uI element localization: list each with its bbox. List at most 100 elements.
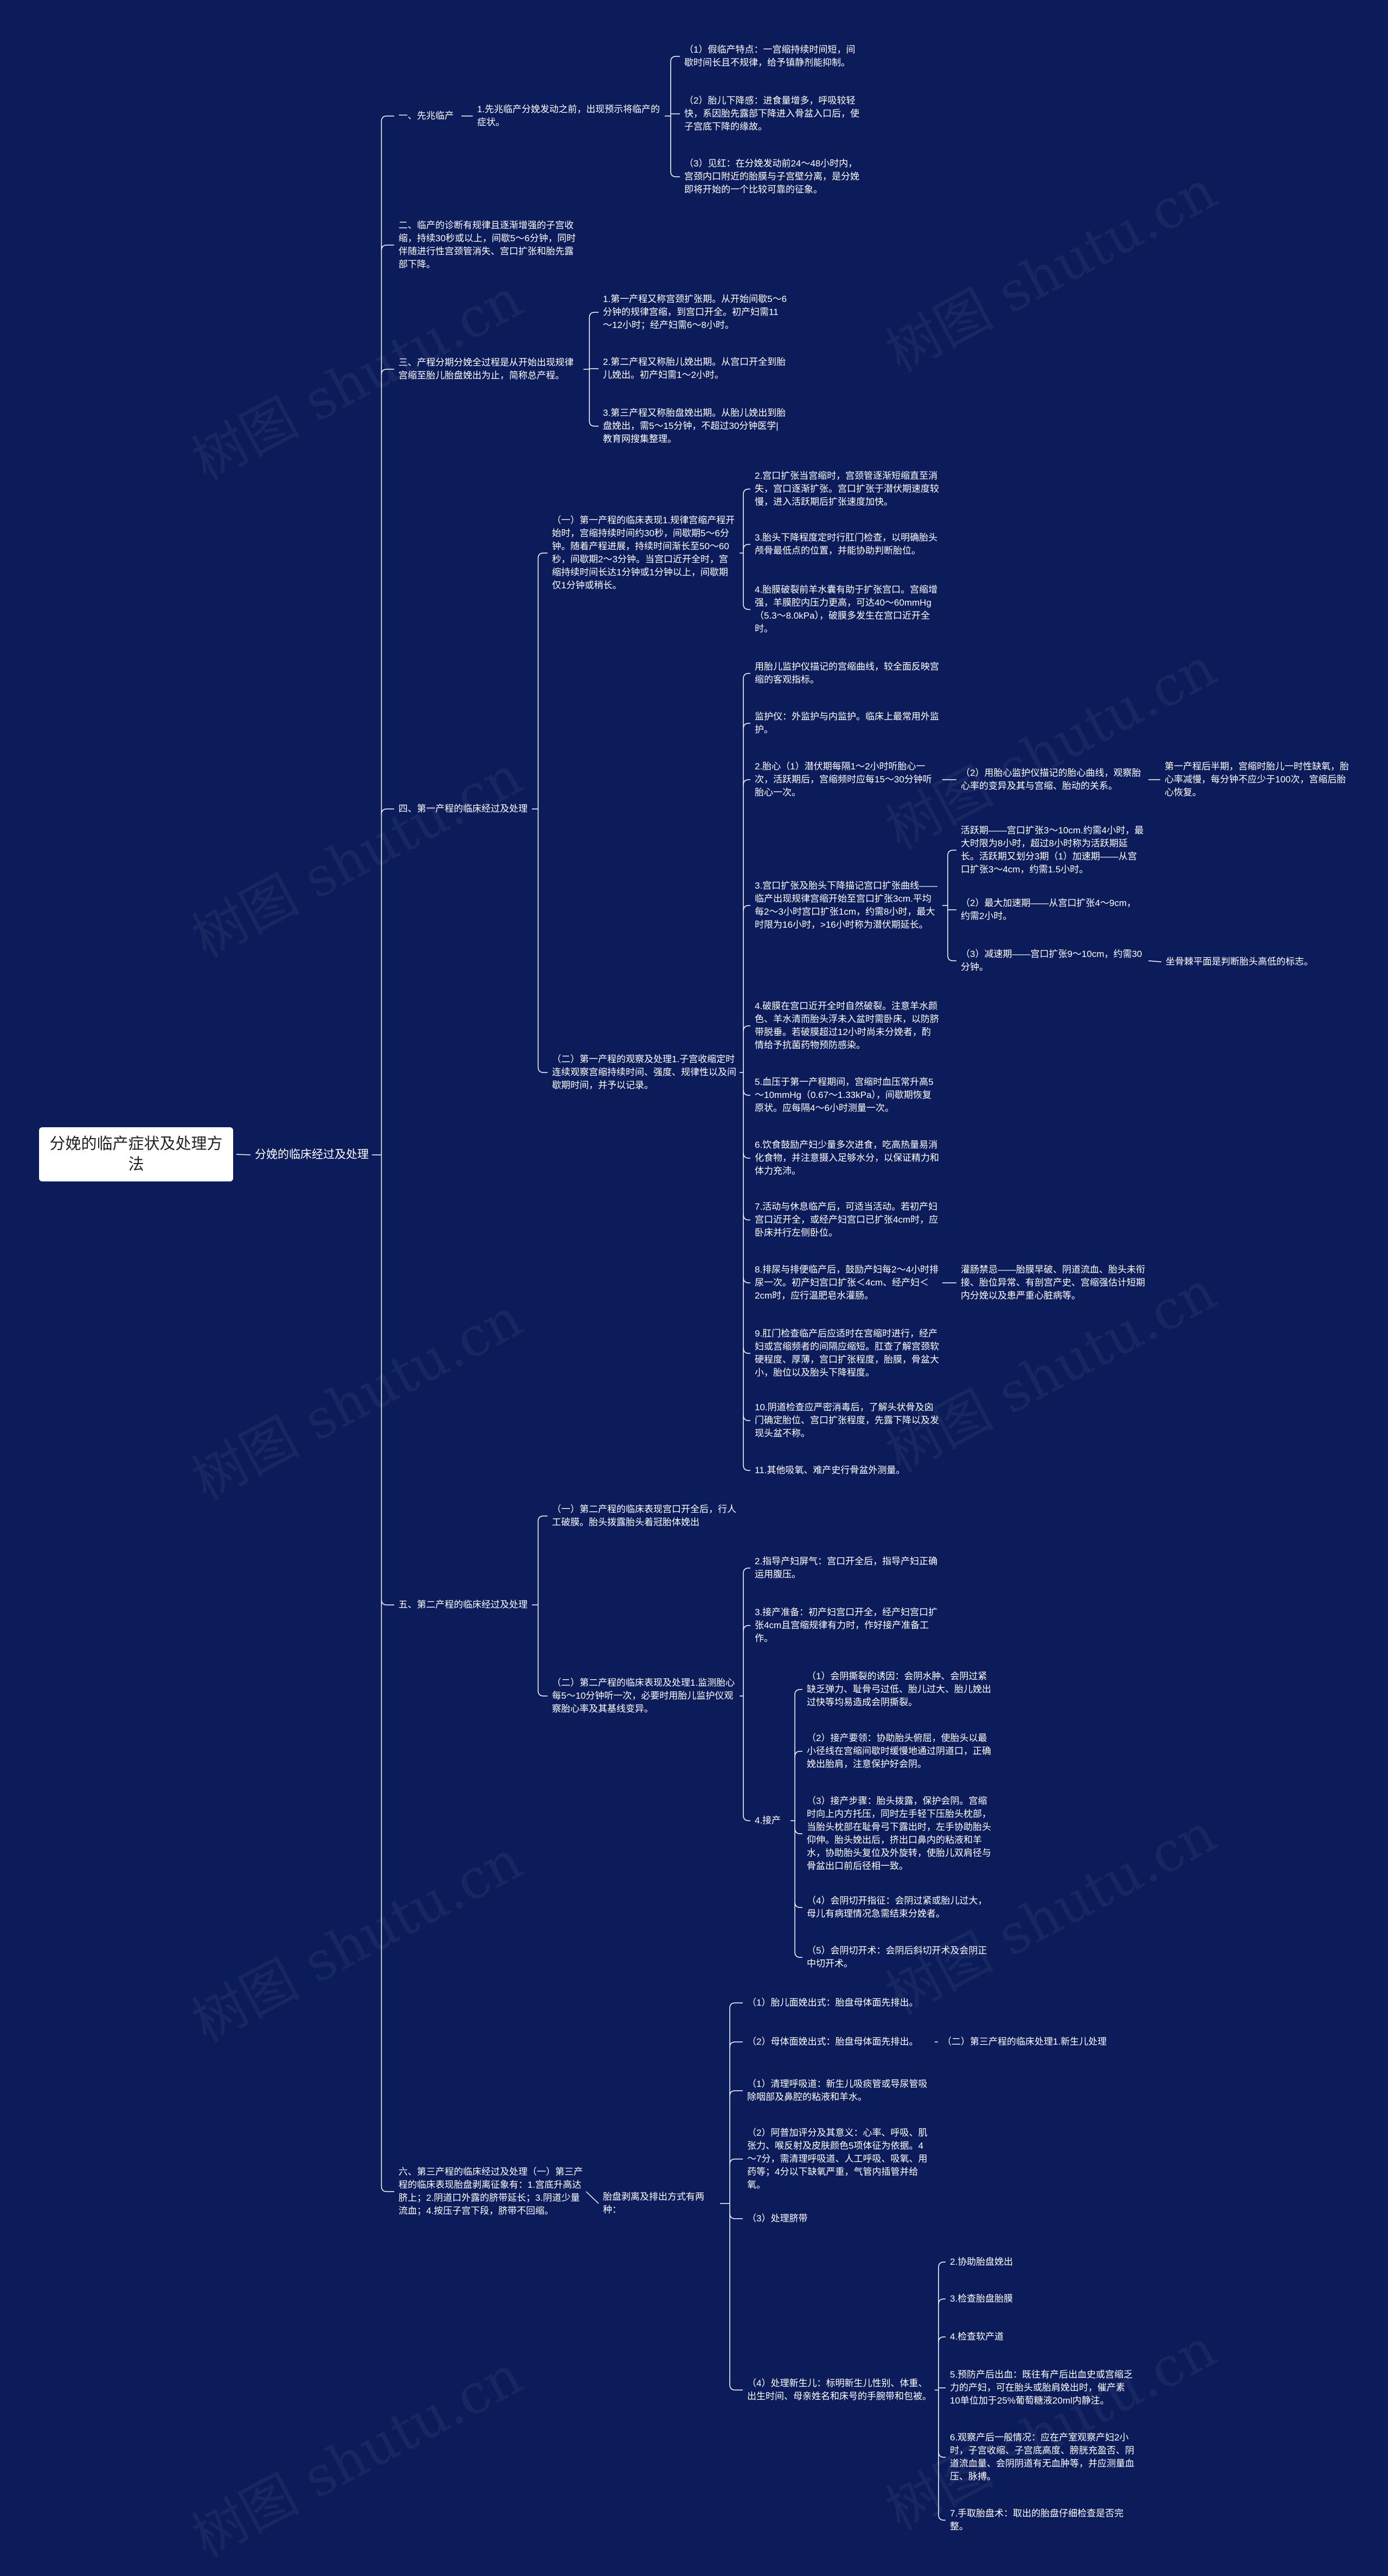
node-6-1-f[interactable]: （4）处理新生儿：标明新生儿性别、体重、出生时间、母亲姓名和床号的手腕带和包被。 <box>747 2378 931 2401</box>
connector-line <box>743 1025 750 1032</box>
node-5-2-c-5[interactable]: （5）会阴切开术：会阴后斜切开术及会阴正中切开术。 <box>807 1945 987 1969</box>
node-6-1-f-6[interactable]: 7.手取胎盘术：取出的胎盘仔细检查是否完整。 <box>950 2508 1124 2532</box>
node-3-1[interactable]: 1.第一产程又称宫颈扩张期。从开始间歇5～6分钟的规律宫缩，到宫口开全。初产妇需… <box>603 294 787 330</box>
node-4-2-c-1[interactable]: （2）用胎心监护仪描记的胎心曲线，观察胎心率的变异及其与宫缩、胎动的关系。 <box>961 768 1141 791</box>
node-4-2-d[interactable]: 3.宫口扩张及胎头下降描记宫口扩张曲线——临产出现规律宫缩开始至宫口扩张3cm.… <box>755 881 938 930</box>
node-6-1-a[interactable]: （1）胎儿面娩出式：胎盘母体面先排出。 <box>747 1997 918 2008</box>
connector-line <box>794 1751 802 1757</box>
connector-line <box>938 2451 946 2458</box>
node-4-1-3[interactable]: 4.胎膜破裂前羊水囊有助于扩张宫口。宫缩增强，羊膜腔内压力更高，可达40～60m… <box>755 584 938 634</box>
branch-1-prodromal-labor[interactable]: 一、先兆临产 <box>399 111 454 121</box>
connector-line <box>381 245 394 251</box>
node-4-2-d-1[interactable]: 活跃期——宫口扩张3～10cm.约需4小时，最大时限为8小时，超过8小时称为活跃… <box>961 825 1144 875</box>
connector-line <box>938 2298 946 2305</box>
node-4-2-c-2[interactable]: 第一产程后半期，宫缩时胎儿一时性缺氧，胎心率减慢，每分钟不应少于100次，宫缩后… <box>1165 761 1349 798</box>
connector-line <box>743 489 750 495</box>
connector-line <box>794 1902 802 1908</box>
node-6-1-f-1[interactable]: 2.协助胎盘娩出 <box>950 2257 1013 2267</box>
node-4-2-g[interactable]: 6.饮食鼓励产妇少量多次进食，吃高热量易消化食物，并注意摄入足够水分，以保证精力… <box>755 1140 939 1176</box>
connector-line <box>729 2213 743 2219</box>
node-4-2-d-3[interactable]: （3）减速期——宫口扩张9～10cm，约需30分钟。 <box>961 949 1142 972</box>
node-6-1-b[interactable]: （2）母体面娩出式：胎盘母体面先排出。 <box>747 2037 918 2047</box>
branch-4-first-stage[interactable]: 四、第一产程的临床经过及处理 <box>399 804 528 814</box>
node-4-1[interactable]: （一）第一产程的临床表现1.规律宫缩产程开始时，宫缩持续时间约30秒，间歇期5～… <box>552 515 735 590</box>
connector-line <box>743 1415 750 1421</box>
connector-line <box>743 1214 750 1220</box>
node-5-2-c-2[interactable]: （2）接产要领：协助胎头俯屈，使胎头以最小径线在宫缩间歇时缓慢地通过阴道口，正确… <box>807 1733 991 1769</box>
node-6-1-f-3[interactable]: 4.检查软产道 <box>950 2331 1004 2342</box>
branch-6-third-stage[interactable]: 六、第三产程的临床经过及处理（一）第三产程的临床表现胎盘剥离征象有：1.宫底升高… <box>399 2167 583 2216</box>
node-4-2-e[interactable]: 4.破膜在宫口近开全时自然破裂。注意羊水颜色、羊水清而胎头浮未入盆时需卧床，以防… <box>755 1001 939 1050</box>
connector-line <box>670 171 680 177</box>
connector-line <box>743 1568 750 1574</box>
node-4-1-1[interactable]: 2.宫口扩张当宫缩时，宫颈管逐渐短缩直至消失，宫口逐渐扩张。宫口扩张于潜伏期速度… <box>755 471 939 507</box>
node-4-2-l[interactable]: 11.其他吸氧、难产史行骨盆外测量。 <box>755 1465 905 1475</box>
node-1-1-1[interactable]: （1）假临产特点：一宫缩持续时间短，间歇时间长且不规律，给予镇静剂能抑制。 <box>684 44 856 68</box>
node-4-2-c[interactable]: 2.胎心（1）潜伏期每隔1～2小时听胎心一次，活跃期后，宫缩频时应每15～30分… <box>755 761 932 798</box>
node-6-1-c[interactable]: （1）清理呼吸道：新生儿吸痰管或导尿管吸除咽部及鼻腔的粘液和羊水。 <box>747 2079 928 2102</box>
branch-5-second-stage[interactable]: 五、第二产程的临床经过及处理 <box>399 1599 528 1610</box>
node-3-2[interactable]: 2.第二产程又称胎儿娩出期。从宫口开全到胎儿娩出。初产妇需1～2小时。 <box>603 357 786 380</box>
node-4-2-d-2[interactable]: （2）最大加速期——从宫口扩张4～9cm，约需2小时。 <box>961 898 1136 921</box>
connector-line <box>537 553 548 559</box>
node-6-1-f-5[interactable]: 6.观察产后一般情况：应在产室观察产妇2小时，子宫收缩、子宫底高度、膀胱充盈否、… <box>950 2432 1134 2482</box>
connector-line <box>381 2186 394 2192</box>
branch-2-diagnosis[interactable]: 二、临产的诊断有规律且逐渐增强的子宫收缩，持续30秒或以上，间歇5～6分钟，同时… <box>399 220 576 269</box>
node-4-2-k[interactable]: 10.阴道检查应严密消毒后，了解头状骨及囟门确定胎位、宫口扩张程度，先露下降以及… <box>755 1402 939 1438</box>
connector-line <box>537 1067 548 1073</box>
connector-line <box>947 850 956 856</box>
node-5-2-c-1[interactable]: （1）会阴撕裂的诱因：会阴水肿、会阴过紧缺乏弹力、耻骨弓过低、胎儿过大、胎儿娩出… <box>807 1671 991 1707</box>
connector-line <box>743 1089 750 1096</box>
connector-line <box>938 2514 946 2521</box>
connector-line <box>743 1815 750 1821</box>
node-4-2-d-3-a[interactable]: 坐骨棘平面是判断胎头高低的标志。 <box>1166 956 1313 967</box>
node-6-1-e[interactable]: （3）处理脐带 <box>747 2213 808 2224</box>
connector-line <box>381 808 394 815</box>
connector-line <box>381 115 394 122</box>
connector-line <box>743 673 750 679</box>
node-4-2-h[interactable]: 7.活动与休息临产后，可适当活动。若初产妇宫口近开全，或经产妇宫口已扩张4cm时… <box>755 1202 939 1238</box>
node-1-1-3[interactable]: （3）见红：在分娩发动前24～48小时内，宫颈内口附近的胎膜与子宫壁分离，是分娩… <box>684 158 859 195</box>
connector-line <box>729 2041 743 2048</box>
node-5-2-c-4[interactable]: （4）会阴切开指征：会阴过紧或胎儿过大，母儿有病理情况急需结束分娩者。 <box>807 1896 987 1919</box>
node-5-2-c-3[interactable]: （3）接产步骤：胎头拨露，保护会阴。宫缩时向上内方托压，同时左手轻下压胎头枕部，… <box>807 1796 991 1871</box>
node-4-2[interactable]: （二）第一产程的观察及处理1.子宫收缩定时连续观察宫缩持续时间、强度、规律性以及… <box>552 1054 736 1090</box>
connector-line <box>670 56 680 62</box>
connector-line <box>589 312 599 318</box>
root-node[interactable]: 分娩的临产症状及处理方法 <box>39 1127 233 1181</box>
node-5-2-c[interactable]: 4.接产 <box>755 1815 781 1826</box>
node-1-1-2[interactable]: （2）胎儿下降感：进食量增多，呼吸较轻快，系因胎先露部下降进入骨盆入口后，使子宫… <box>684 95 859 132</box>
connector-line <box>794 1689 802 1695</box>
node-6-1-d[interactable]: （2）阿普加评分及其意义：心率、呼吸、肌张力、喉反射及皮肤颜色5项体征为依据。4… <box>747 2128 928 2190</box>
branch-3-stages[interactable]: 三、产程分期分娩全过程是从开始出现规律宫缩至胎儿胎盘娩出为止，简称总产程。 <box>399 357 574 381</box>
connector-line <box>381 369 394 375</box>
node-3-3[interactable]: 3.第三产程又称胎盘娩出期。从胎儿娩出到胎盘娩出，需5～15分钟，不超过30分钟… <box>603 408 786 444</box>
connector-line <box>743 1347 750 1354</box>
node-5-2[interactable]: （二）第二产程的临床表现及处理1.监测胎心每5～10分钟听一次，必要时用胎儿监护… <box>552 1678 735 1714</box>
connector-line <box>589 420 599 427</box>
connector-line <box>729 2159 743 2165</box>
connector-line <box>743 905 750 911</box>
connector-line <box>794 1951 802 1958</box>
connector-line <box>537 1515 548 1522</box>
node-4-1-2[interactable]: 3.胎头下降程度定时行肛门检查，以明确胎头颅骨最低点的位置，并能协助判断胎位。 <box>755 532 938 556</box>
node-4-2-i[interactable]: 8.排尿与排便临产后，鼓励产妇每2～4小时排尿一次。初产妇宫口扩张＜4cm、经产… <box>755 1264 939 1301</box>
node-4-2-a[interactable]: 用胎儿监护仪描记的宫缩曲线，较全面反映宫缩的客观指标。 <box>755 661 939 685</box>
node-5-1[interactable]: （一）第二产程的临床表现宫口开全后，行人工破膜。胎头拨露胎头着冠胎体娩出 <box>552 1504 736 1527</box>
node-6-1-f-2[interactable]: 3.检查胎盘胎膜 <box>950 2294 1013 2304</box>
node-6-1[interactable]: 胎盘剥离及排出方式有两种： <box>603 2192 704 2215</box>
node-6-1-b-1[interactable]: （二）第三产程的临床处理1.新生儿处理 <box>942 2037 1107 2047</box>
connector-line <box>938 2336 946 2343</box>
node-4-2-j[interactable]: 9.肛门检查临产后应适时在宫缩时进行，经产妇或宫缩频者的间隔应缩短。肛查了解宫颈… <box>755 1328 939 1378</box>
hub-node[interactable]: 分娩的临床经过及处理 <box>255 1148 369 1161</box>
node-4-2-b[interactable]: 监护仪：外监护与内监护。临床上最常用外监护。 <box>755 711 939 735</box>
node-6-1-f-4[interactable]: 5.预防产后出血：既往有产后出血史或宫缩乏力的产妇，可在胎头或胎肩娩出时，催产素… <box>950 2369 1133 2406</box>
connector-line <box>729 2090 743 2097</box>
node-4-2-f[interactable]: 5.血压于第一产程期间，宫缩时血压常升高5～10mmHg（0.67～1.33kP… <box>755 1077 934 1113</box>
node-4-2-i-1[interactable]: 灌肠禁忌——胎膜早破、阴道流血、胎头未衔接、胎位异常、有剖宫产史、宫缩强估计短期… <box>961 1264 1145 1301</box>
node-1-1[interactable]: 1.先兆临产分娩发动之前，出现预示将临产的症状。 <box>477 104 660 127</box>
node-5-2-b[interactable]: 3.接产准备：初产妇宫口开全，经产妇宫口扩张4cm且宫缩规律有力时，作好接产准备… <box>755 1607 938 1643</box>
connector-line <box>537 1690 548 1697</box>
node-5-2-a[interactable]: 2.指导产妇屏气：宫口开全后，指导产妇正确运用腹压。 <box>755 1556 938 1579</box>
